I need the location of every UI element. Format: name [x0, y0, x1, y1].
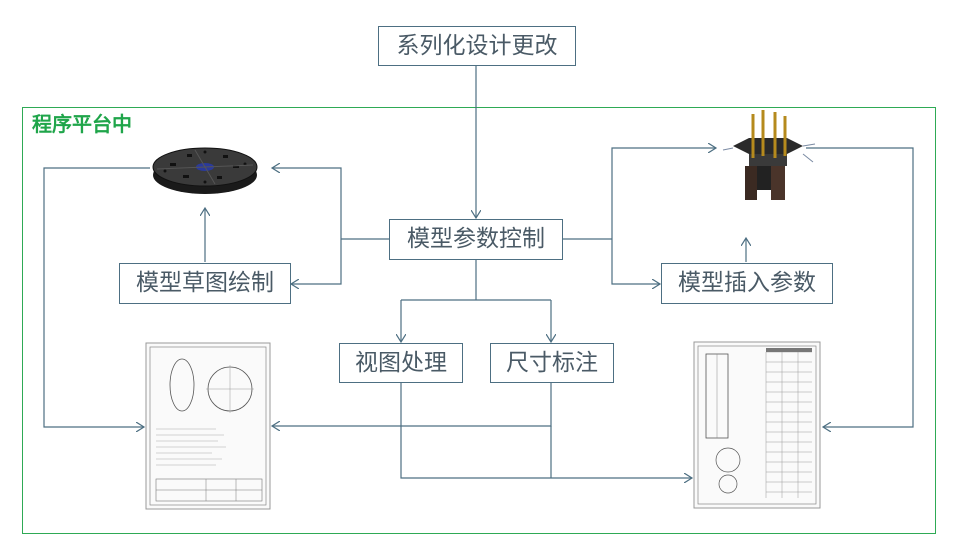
edge-dim-to-left-drawing [272, 381, 552, 426]
assembly-3d-model-image [722, 110, 816, 200]
platform-region-label: 程序平台中 [32, 112, 132, 136]
model-sketch-box: 模型草图绘制 [119, 263, 291, 304]
model-parameter-control-box: 模型参数控制 [389, 219, 563, 260]
plate-3d-model-image [152, 147, 258, 194]
edge-view-to-right-drawing [400, 381, 692, 478]
edge-assembly-to-drawing [806, 147, 914, 427]
model-insert-parameter-box: 模型插入参数 [661, 263, 833, 304]
dimensioning-box: 尺寸标注 [490, 343, 614, 383]
plate-drawing-image [145, 342, 271, 510]
platform-region [22, 107, 936, 534]
series-design-change-box: 系列化设计更改 [378, 26, 576, 66]
assembly-drawing-image [693, 341, 821, 509]
edge-to-sketch [291, 239, 342, 284]
edge-plate-to-drawing [43, 167, 150, 427]
edge-to-assembly-model [611, 148, 716, 239]
edge-to-plate-model [272, 168, 342, 239]
view-processing-box: 视图处理 [339, 343, 463, 383]
edge-to-insert-params [611, 239, 660, 284]
